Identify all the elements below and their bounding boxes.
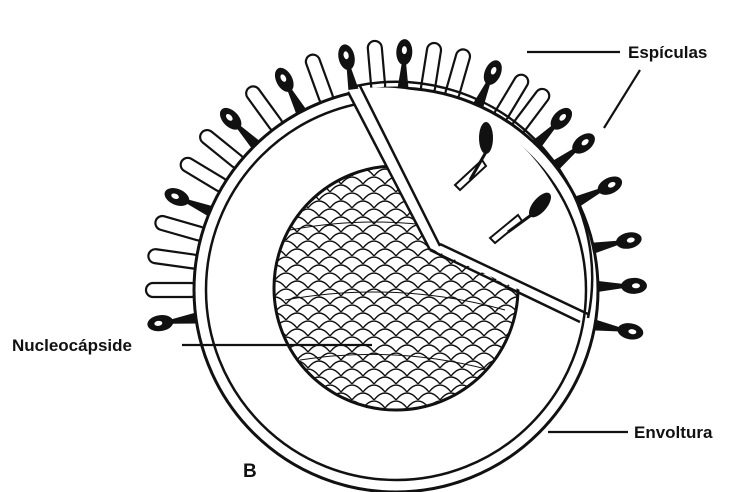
spike-dark: [588, 230, 643, 257]
panel-letter: B: [243, 461, 257, 482]
espiculas-leader-diag: [604, 70, 640, 128]
spike-dark: [590, 317, 645, 342]
spike-hollow: [367, 40, 385, 93]
spike-hollow: [147, 248, 200, 269]
spike-dark: [146, 310, 201, 333]
spike-dark: [594, 278, 647, 295]
spike-hollow: [146, 283, 198, 297]
spike-dark: [395, 39, 413, 93]
label-envoltura: Envoltura: [634, 423, 713, 442]
label-nucleocapside: Nucleocápside: [12, 336, 132, 355]
label-espiculas: Espículas: [628, 43, 707, 62]
